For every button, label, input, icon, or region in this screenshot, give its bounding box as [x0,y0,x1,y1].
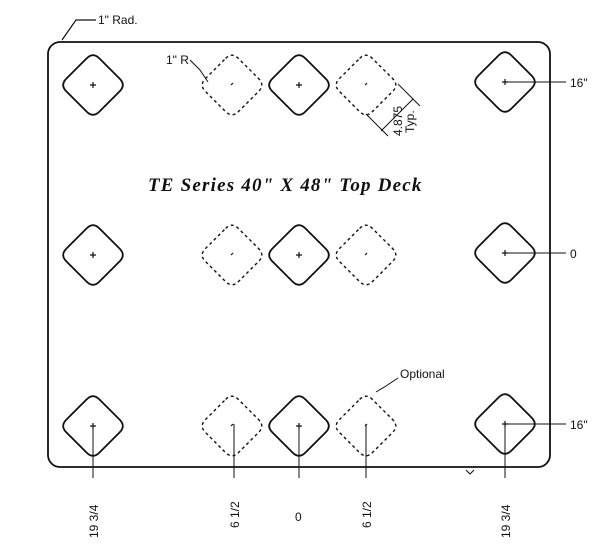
block-standard [268,224,330,286]
block-optional [335,224,397,286]
block-standard [62,395,124,457]
block-radius-leader [189,59,209,83]
block-optional [335,395,397,457]
bottom-dimensions: 19 3/4 6 1/2 0 6 1/2 19 3/4 [87,424,513,538]
drawing-title: TE Series 40" X 48" Top Deck [148,175,423,196]
block-optional [201,395,263,457]
block-center-cross [90,82,96,88]
right-dim-top: 16" [570,76,588,90]
block-size-dimension: 4.875 Typ. [365,83,421,137]
block-standard [474,222,536,284]
block-size-note: Typ. [403,110,417,133]
block-standard [474,393,536,455]
block-optional [201,224,263,286]
block-center-cross [296,82,302,88]
arrow-mark [465,469,475,475]
block-optional [335,54,397,116]
block-standard [62,54,124,116]
block-radius-label: 1" R [166,53,189,67]
block-size-label: 4.875 [391,106,405,136]
right-dim-middle: 0 [570,247,577,261]
block-standard [474,51,536,113]
block-center-tick [230,82,234,86]
right-dimensions: 16" 0 16" [505,76,588,432]
right-dim-bottom: 16" [570,418,588,432]
bottom-dim-2: 6 1/2 [228,501,242,528]
blocks-layer [62,51,536,457]
block-center-tick [364,82,368,86]
optional-label: Optional [400,367,445,381]
block-center-cross [296,252,302,258]
bottom-dim-4: 6 1/2 [360,501,374,528]
corner-radius-label: 1" Rad. [98,13,138,27]
block-optional [201,54,263,116]
block-center-tick [364,252,368,256]
corner-radius-leader [61,19,96,41]
optional-leader [375,377,399,393]
block-center-tick [230,252,234,256]
bottom-dim-3: 0 [295,510,302,524]
block-center-tick [230,423,234,427]
block-standard [268,395,330,457]
block-standard [268,54,330,116]
block-center-cross [90,252,96,258]
bottom-dim-1: 19 3/4 [87,504,101,538]
block-standard [62,224,124,286]
bottom-dim-5: 19 3/4 [499,504,513,538]
